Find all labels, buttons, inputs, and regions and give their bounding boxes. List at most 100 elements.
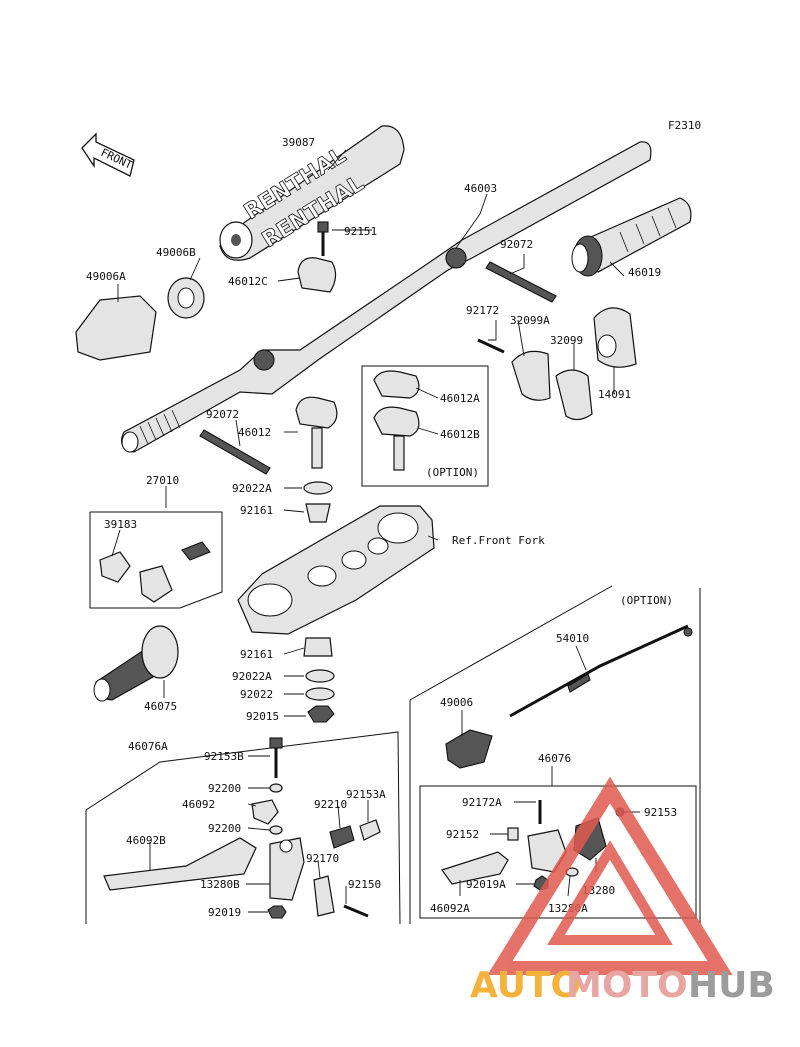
ref-front-fork: Ref.Front Fork [452,534,545,547]
label-32099: 32099 [550,334,583,347]
label-92200-a: 92200 [208,782,241,795]
bushing-92161-top [305,503,331,523]
handlebar [121,141,652,453]
switch-39183 [99,551,131,583]
housing-32099 [555,369,593,421]
label-13280b: 13280B [200,878,240,891]
bolt-92150 [343,904,369,918]
label-46075: 46075 [144,700,177,713]
washer-92022 [305,687,335,701]
label-92151: 92151 [344,225,377,238]
part-92210 [329,825,355,849]
option-label-cable: (OPTION) [620,594,673,607]
triple-clamp [237,505,435,635]
watermark-text: AUTO MOTO HUB [470,965,775,1006]
lever-46092 [251,799,279,825]
label-92152: 92152 [446,828,479,841]
label-49006b: 49006B [156,246,196,259]
option-label-clamps: (OPTION) [426,466,479,479]
part-92152 [507,827,519,841]
label-46012b: 46012B [440,428,480,441]
label-92200-b: 92200 [208,822,241,835]
watermark-moto: MOTO [566,965,688,1006]
label-92153: 92153 [644,806,677,819]
lever-assembly-box-46076 [419,785,697,919]
label-92022a-top: 92022A [232,482,272,495]
label-92172a: 92172A [462,796,502,809]
clamp-46012a [373,370,420,399]
label-46076a: 46076A [128,740,168,753]
bolt-92151 [317,221,329,256]
lever-perch [269,837,305,901]
label-92072-top: 92072 [500,238,533,251]
washer-92200-b [269,825,283,835]
label-92170: 92170 [306,852,339,865]
label-39183: 39183 [104,518,137,531]
label-46076: 46076 [538,752,571,765]
label-46092a: 46092A [430,902,470,915]
lever-46092b [103,837,257,891]
lever-assembly-box-46076a [85,731,401,925]
label-14091: 14091 [598,388,631,401]
label-46012a: 46012A [440,392,480,405]
label-92150: 92150 [348,878,381,891]
watermark-logo-icon [487,776,733,975]
label-92210: 92210 [314,798,347,811]
washer-92022a-bot [305,669,335,683]
cover-49006a [75,295,157,361]
clamp-92170 [313,875,335,917]
bushing-92161-bot [303,637,333,657]
front-arrow-icon: FRONT [81,132,135,177]
label-92072-mid: 92072 [206,408,239,421]
cover-49006 [445,729,493,769]
label-49006a: 49006A [86,270,126,283]
lever-46092a [441,851,509,885]
label-32099a: 32099A [510,314,550,327]
grip-46075 [93,625,179,702]
throttle-grip [571,197,692,277]
throttle-cable-54010 [509,624,693,718]
label-46012c: 46012C [228,275,268,288]
label-46092b: 46092B [126,834,166,847]
figure-code: F2310 [668,119,701,132]
cover-14091 [593,307,637,368]
label-39087: 39087 [282,136,315,149]
label-92022: 92022 [240,688,273,701]
screw-92172 [477,338,505,354]
label-92153a: 92153A [346,788,386,801]
cable-tie-top [485,261,557,303]
riser-46012 [295,396,338,469]
clamp-46012c [297,257,337,293]
label-92022a-bot: 92022A [232,670,272,683]
label-46012: 46012 [238,426,271,439]
label-92153b: 92153B [204,750,244,763]
housing-32099a [511,350,551,401]
cable-tie-mid [199,429,271,475]
label-92015: 92015 [246,710,279,723]
nut-92019 [267,905,287,919]
label-46092: 46092 [182,798,215,811]
washer-92200-a [269,783,283,793]
switch-box-27010 [89,511,223,609]
label-46003: 46003 [464,182,497,195]
label-46019: 46019 [628,266,661,279]
watermark-auto: AUTO [470,965,581,1006]
label-92161-top: 92161 [240,504,273,517]
switch-connector [181,541,211,561]
option-box-clamps [361,365,489,487]
option-area-outline [409,585,613,924]
label-49006: 49006 [440,696,473,709]
bolt-92153b [269,737,283,778]
clamp-46012b [373,406,420,471]
nut-92015 [307,705,335,723]
label-27010: 27010 [146,474,179,487]
watermark-hub: HUB [688,965,775,1006]
switch-body [139,565,173,603]
washer-92022a-top [303,481,333,495]
clamp-49006b [167,277,205,319]
label-92019: 92019 [208,906,241,919]
label-54010: 54010 [556,632,589,645]
label-92019a: 92019A [466,878,506,891]
